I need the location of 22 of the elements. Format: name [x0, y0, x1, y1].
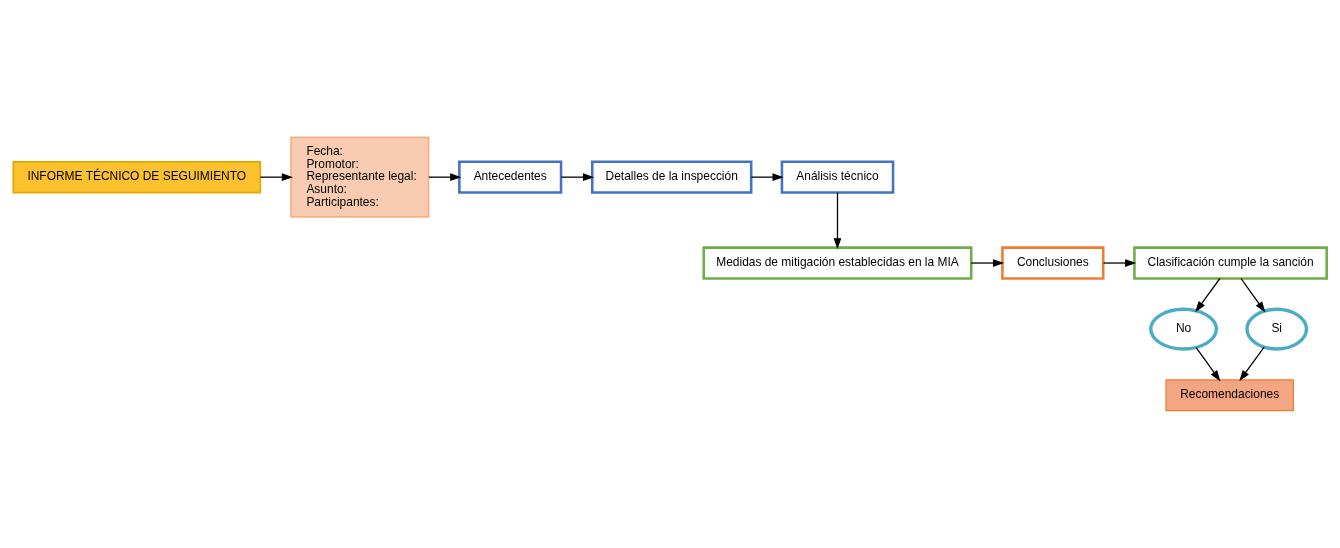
arrow — [428, 173, 462, 182]
arrow — [750, 173, 784, 182]
arrow — [970, 259, 1005, 267]
arrow — [833, 192, 842, 250]
node-box: Clasificación cumple la sanción — [1133, 246, 1328, 280]
arrow — [1239, 346, 1265, 382]
node-ellipse: Si — [1245, 307, 1309, 351]
node-box: Recomendaciones — [1165, 379, 1294, 412]
node-box: Detalles de la inspección — [590, 160, 753, 194]
arrow — [560, 173, 595, 182]
arrow — [259, 173, 293, 182]
arrow — [1195, 277, 1221, 313]
arrow — [1195, 346, 1221, 382]
node-ellipse: No — [1149, 307, 1219, 351]
arrow — [1102, 259, 1137, 267]
node-box: Conclusiones — [1001, 246, 1105, 280]
node-box: Medidas de mitigación establecidas en la MIA — [702, 246, 973, 280]
node-box: INFORME TÉCNICO DE SEGUIMIENTO — [12, 160, 262, 194]
node-box: Antecedentes — [458, 160, 563, 194]
arrow — [1240, 277, 1266, 313]
node-box: Análisis técnico — [780, 160, 895, 194]
node-box: Fecha: Promotor: Representante legal: Asunto: Participantes: — [290, 136, 430, 218]
